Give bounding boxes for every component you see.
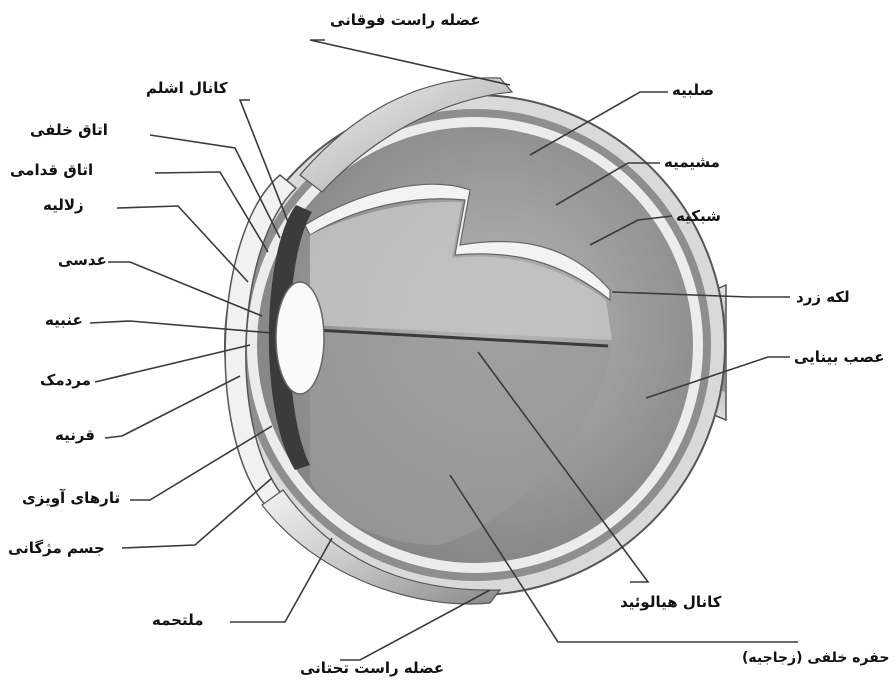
label-schlemm-canal: کانال اشلم (146, 78, 228, 98)
label-superior-rectus: عضله راست فوقانی (330, 10, 481, 30)
lens-shape (276, 282, 324, 394)
label-posterior-chamber: اتاق خلفی (30, 120, 108, 140)
label-choroid: مشیمیه (664, 152, 720, 172)
label-suspensory-ligaments: تارهای آویزی (22, 488, 120, 508)
label-sclera: صلبیه (672, 80, 714, 100)
label-macula: لکه زرد (796, 287, 850, 307)
label-lens: عدسی (58, 250, 107, 270)
label-pupil: مردمک (40, 370, 91, 390)
label-aqueous-humor: زلالیه (43, 195, 84, 215)
label-iris: عنبیه (45, 310, 83, 330)
label-conjunctiva: ملتحمه (152, 610, 204, 630)
label-inferior-rectus: عضله راست تحتانی (300, 658, 444, 678)
label-cornea: قرنیه (55, 425, 95, 445)
label-optic-nerve: عصب بینایی (794, 347, 884, 367)
label-retina: شبکیه (676, 206, 721, 226)
label-ciliary-body: جسم مژگانی (8, 538, 105, 558)
label-hyaloid-canal: کانال هیالوئید (620, 592, 721, 612)
label-anterior-chamber: اتاق قدامی (10, 160, 93, 180)
label-vitreous-chamber: حفره خلفی (زجاجیه) (742, 648, 889, 668)
